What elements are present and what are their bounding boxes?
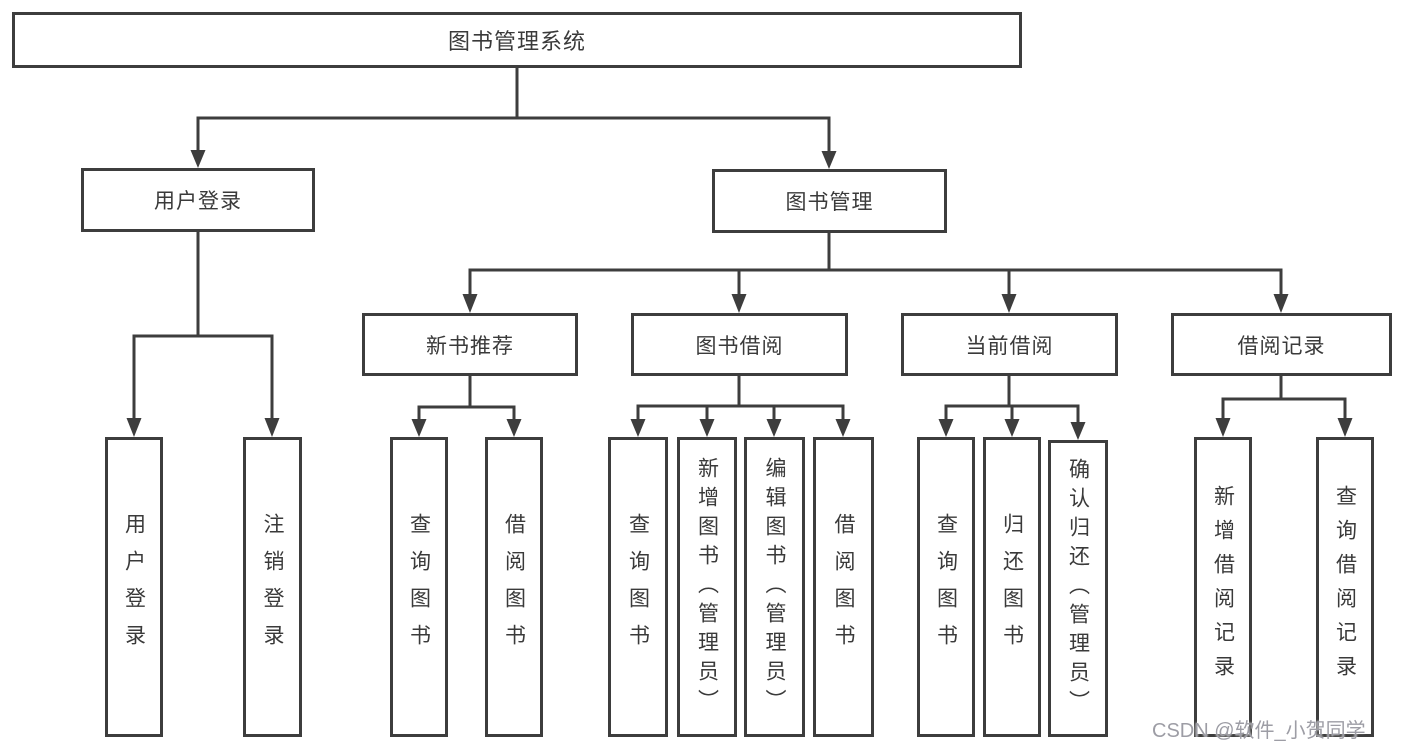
arrowhead (1215, 418, 1231, 437)
connector-book-management-to-level3 (462, 231, 1289, 313)
arrowhead (1273, 294, 1289, 313)
node-user-login: 用户登录 (81, 168, 315, 232)
node-leaf-query-book-recommend: 查询图书 (390, 437, 448, 737)
node-label: 当前借阅 (965, 334, 1054, 358)
connector-book-borrow-to-leaves (630, 374, 851, 437)
arrowhead (731, 294, 747, 313)
arrowhead (190, 150, 206, 168)
arrowhead (835, 419, 851, 437)
connector-root-to-level2 (190, 66, 837, 169)
node-leaf-borrow-book: 借阅图书 (813, 437, 874, 737)
arrowhead (411, 419, 427, 437)
node-label: 注销登录 (261, 513, 284, 661)
node-leaf-logout: 注销登录 (243, 437, 302, 737)
node-label: 用户登录 (154, 190, 242, 213)
arrowhead (938, 419, 954, 437)
arrowhead (1070, 422, 1086, 440)
node-leaf-confirm-return-admin: 确认归还（管理员） (1048, 440, 1108, 737)
node-label: 查询图书 (934, 513, 958, 661)
connector-user-login-to-leaves (126, 230, 280, 437)
node-leaf-return-book: 归还图书 (983, 437, 1041, 737)
node-label: 新增借阅记录 (1211, 485, 1235, 689)
node-new-book-recommend: 新书推荐 (362, 313, 578, 376)
node-leaf-add-borrow-record: 新增借阅记录 (1194, 437, 1252, 737)
arrowhead (766, 419, 782, 437)
arrowhead (1337, 418, 1353, 437)
node-leaf-query-book-current: 查询图书 (917, 437, 975, 737)
node-label: 归还图书 (1000, 513, 1024, 661)
arrowhead (264, 418, 280, 437)
arrowhead (630, 419, 646, 437)
node-label: 查询图书 (407, 513, 431, 661)
node-label: 图书管理 (785, 191, 874, 214)
node-current-borrow: 当前借阅 (901, 313, 1118, 376)
arrowhead (126, 418, 142, 437)
node-label: 借阅图书 (832, 513, 855, 661)
connector-new-book-recommend-to-leaves (411, 374, 522, 437)
node-label: 确认归还（管理员） (1066, 458, 1090, 719)
arrowhead (506, 419, 522, 437)
csdn-watermark: CSDN @软件_小贺同学 (1152, 720, 1366, 742)
connector-borrow-records-to-leaves (1215, 374, 1353, 437)
node-leaf-borrow-book-recommend: 借阅图书 (485, 437, 543, 737)
node-label: 新增图书（管理员） (695, 456, 719, 718)
node-label: 图书借阅 (695, 334, 784, 358)
node-borrow-records: 借阅记录 (1171, 313, 1392, 376)
arrowhead (821, 151, 837, 169)
node-leaf-user-login: 用户登录 (105, 437, 163, 737)
node-label: 查询图书 (626, 513, 650, 661)
node-leaf-add-book-admin: 新增图书（管理员） (677, 437, 737, 737)
node-label: 新书推荐 (426, 334, 514, 358)
node-book-management: 图书管理 (712, 169, 947, 233)
node-leaf-query-borrow-record: 查询借阅记录 (1316, 437, 1374, 737)
arrowhead (1004, 419, 1020, 437)
node-library-system: 图书管理系统 (12, 12, 1022, 68)
connector-current-borrow-to-leaves (938, 374, 1086, 440)
node-label: 图书管理系统 (447, 29, 586, 54)
node-label: 借阅图书 (502, 513, 526, 661)
node-book-borrow: 图书借阅 (631, 313, 848, 376)
node-leaf-edit-book-admin: 编辑图书（管理员） (744, 437, 805, 737)
node-leaf-query-book-borrow: 查询图书 (608, 437, 668, 737)
arrowhead (699, 419, 715, 437)
arrowhead (462, 294, 478, 313)
arrowhead (1001, 294, 1017, 313)
node-label: 借阅记录 (1237, 334, 1326, 358)
node-label: 查询借阅记录 (1333, 485, 1357, 689)
node-label: 用户登录 (122, 513, 146, 661)
node-label: 编辑图书（管理员） (763, 456, 786, 718)
